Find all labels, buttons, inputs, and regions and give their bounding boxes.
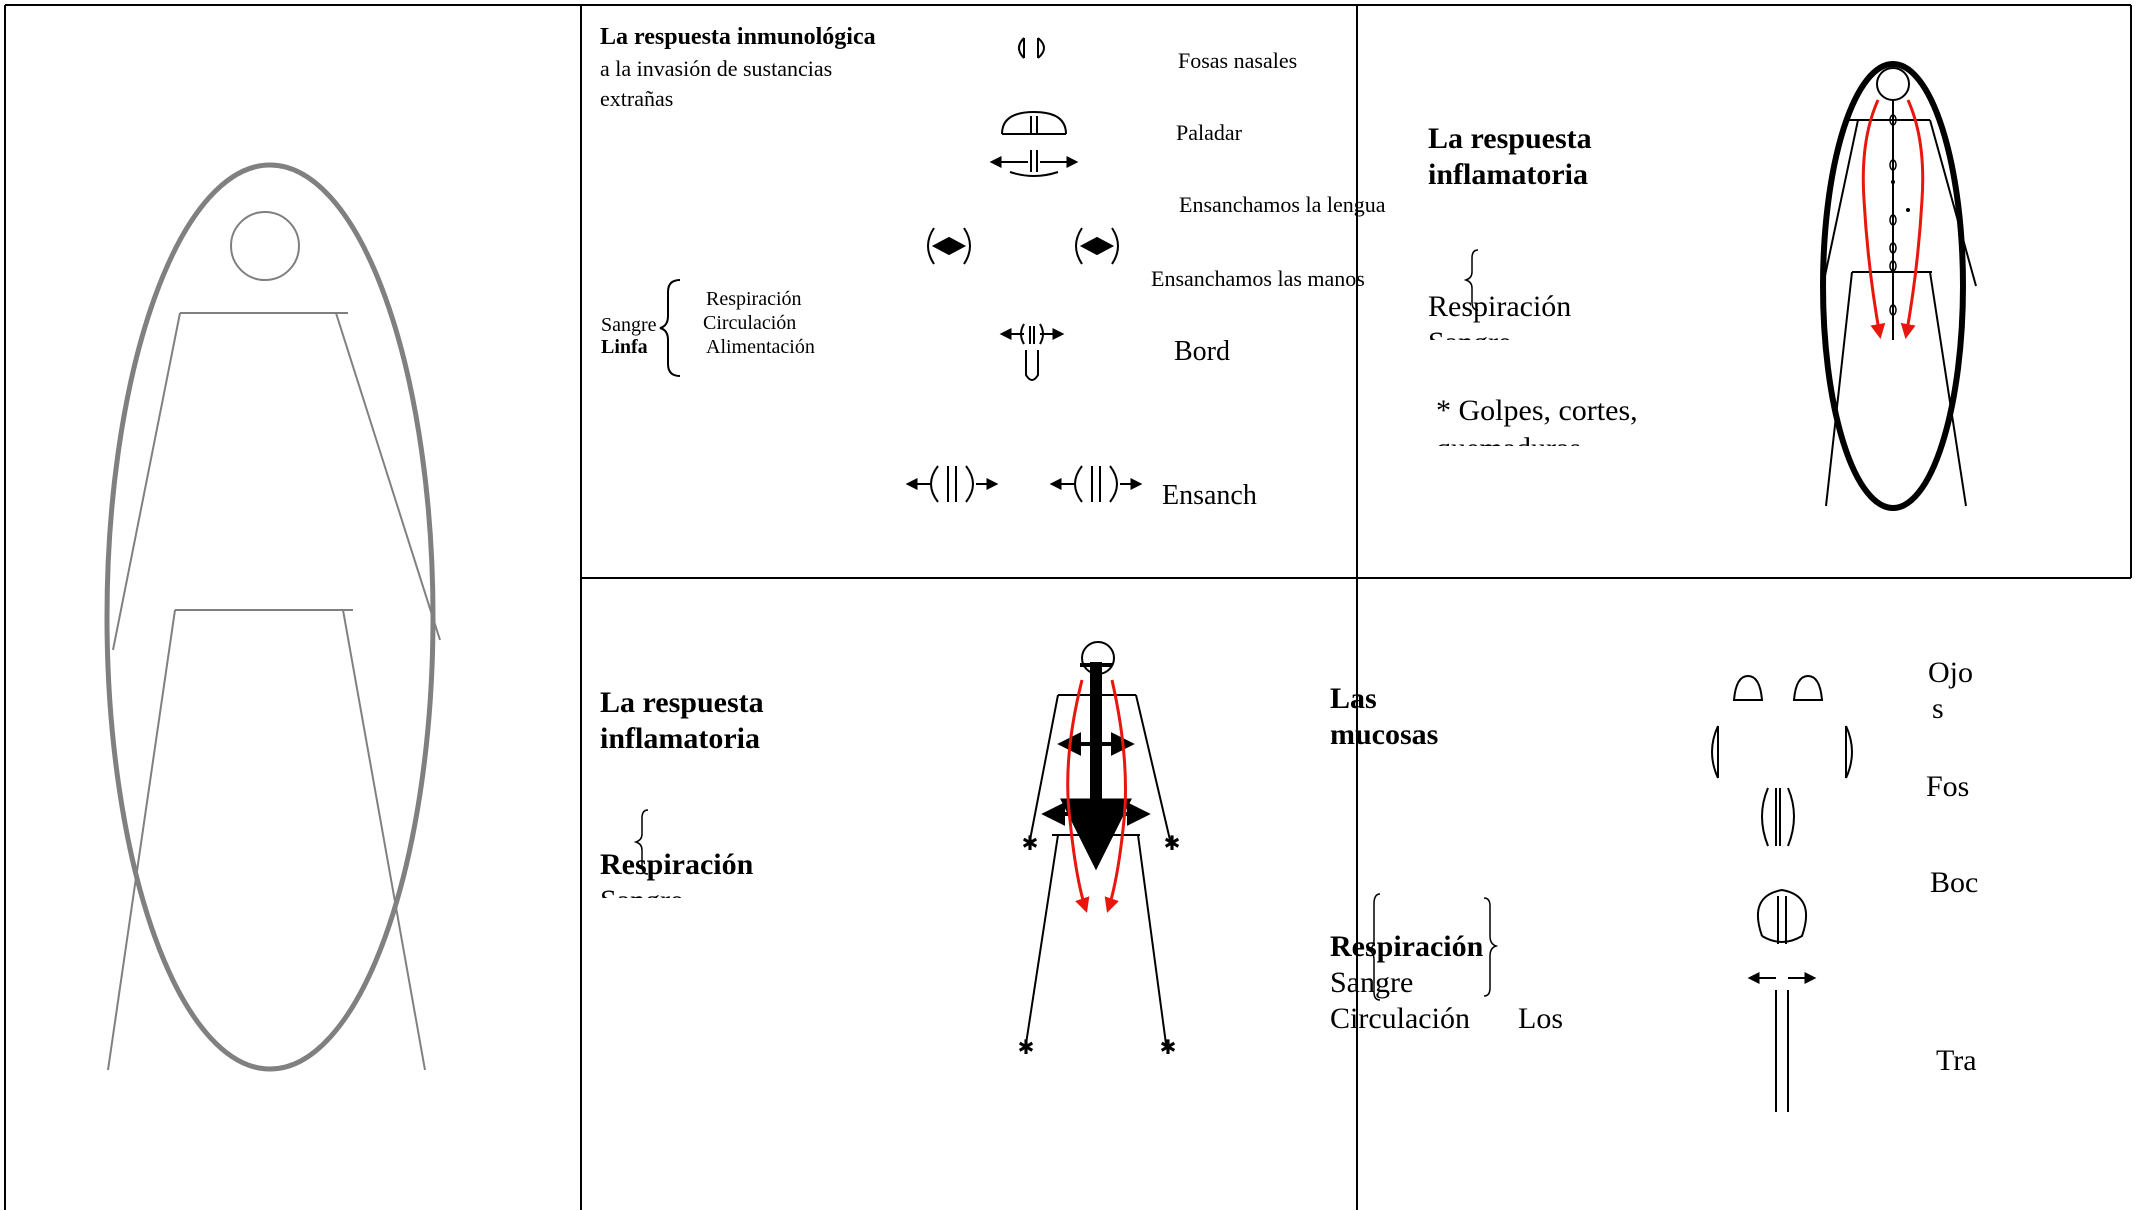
inflammatory-top-blood: Sangre: [1428, 326, 1511, 340]
inflammatory-top-note-2: quemaduras: [1436, 432, 1581, 446]
inflammatory-bottom-title-1: La respuesta: [600, 686, 764, 719]
mucosa-blood: Sangre: [1330, 966, 1414, 999]
bracket-item-feeding: Alimentación: [706, 336, 815, 358]
gray-body-figure: [104, 162, 441, 1072]
bracket-label-lymph: Linfa: [601, 336, 648, 358]
bracket-item-circulation: Circulación: [703, 312, 797, 334]
inflammatory-top-title-2: inflamatoria: [1428, 158, 1588, 191]
inflammatory-bottom-title-2: inflamatoria: [600, 722, 760, 755]
inflammation-figure-top: [1820, 61, 1977, 511]
mucosa-label-nostrils: Fos: [1926, 770, 1970, 803]
immune-title: La respuesta inmunológica: [600, 24, 876, 50]
bracket-item-breathing: Respiración: [706, 288, 802, 310]
mucosa-brackets: [1365, 893, 1499, 1001]
svg-text:✱: ✱: [1160, 1037, 1177, 1059]
immune-subtitle-line-2: extrañas: [600, 86, 674, 111]
inflammatory-top-title-1: La respuesta: [1428, 122, 1592, 155]
panel-borders: [4, 4, 2132, 1210]
inflammatory-top-breathing: Respiración: [1428, 290, 1572, 323]
mucosa-los: Los: [1518, 1002, 1563, 1035]
mucosa-circulation: Circulación: [1330, 1002, 1470, 1035]
label-nostrils: Fosas nasales: [1178, 48, 1298, 73]
label-palate: Paladar: [1176, 120, 1242, 145]
mucosa-label-mouth: Boc: [1930, 866, 1979, 899]
inflammatory-bottom-breathing: Respiración: [600, 848, 754, 881]
label-edge: Bord: [1174, 336, 1230, 367]
inflammatory-top-note-1: * Golpes, cortes,: [1436, 394, 1638, 427]
mucosa-title-2: mucosas: [1330, 718, 1439, 751]
mucosa-label-trachea: Tra: [1936, 1044, 1977, 1077]
mucosa-label-eyes-1: Ojo: [1928, 656, 1973, 689]
inflammatory-top-blood-clip: Sangre: [1428, 326, 1548, 340]
inflammatory-top-note-2-clip: quemaduras: [1436, 432, 1636, 446]
bracket-label-blood: Sangre: [601, 314, 657, 336]
inflammatory-bottom-blood: Sangre: [600, 884, 683, 898]
label-hands: Ensanchamos las manos: [1151, 266, 1365, 291]
mucosa-breathing: Respiración: [1330, 930, 1484, 963]
inflammatory-bottom-blood-clip: Sangre: [600, 884, 700, 898]
label-widen: Ensanch: [1162, 480, 1257, 511]
mucosa-title-1: Las: [1330, 682, 1377, 715]
immune-icons: [659, 37, 1143, 503]
inflammation-figure-bottom: ✱ ✱ ✱ ✱: [1018, 641, 1181, 1059]
svg-text:✱: ✱: [1164, 833, 1181, 855]
svg-text:✱: ✱: [1022, 833, 1039, 855]
label-tongue: Ensanchamos la lengua: [1179, 192, 1386, 217]
bracket-top: [1463, 249, 1479, 311]
mucosa-label-eyes-2: s: [1932, 692, 1944, 725]
bracket-bottom: [633, 809, 649, 875]
svg-text:✱: ✱: [1018, 1037, 1035, 1059]
mucosa-icons: [1711, 674, 1853, 1112]
immune-subtitle-line-1: a la invasión de sustancias: [600, 56, 833, 81]
